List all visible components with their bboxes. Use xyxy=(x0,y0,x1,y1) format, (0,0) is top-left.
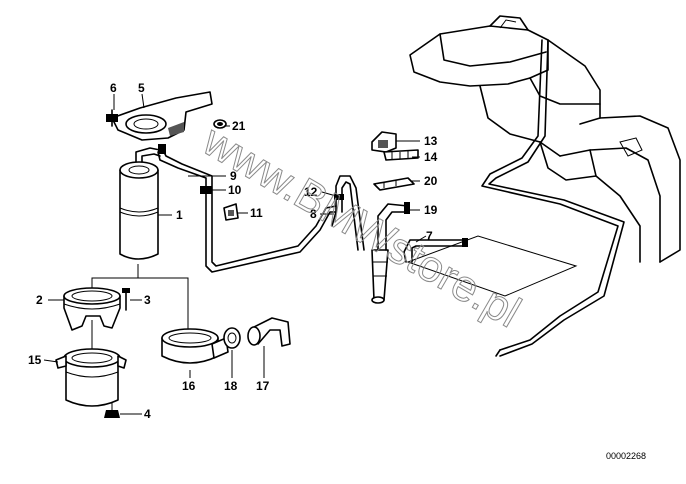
clip-part-13 xyxy=(371,131,397,153)
ring-part-16 xyxy=(161,328,229,364)
callout-16: 16 xyxy=(182,379,196,393)
watermark: www.BMWstore.pl xyxy=(194,116,528,337)
callout-3: 3 xyxy=(144,293,151,307)
floor-plate xyxy=(406,235,578,297)
callout-13: 13 xyxy=(424,134,438,148)
clip-part-20 xyxy=(373,177,415,191)
callout-9: 9 xyxy=(230,169,237,183)
vent-line-part-9 xyxy=(157,144,337,273)
callout-18: 18 xyxy=(224,379,238,393)
callout-17: 17 xyxy=(256,379,270,393)
elbow-part-17 xyxy=(247,317,291,347)
callout-10: 10 xyxy=(228,183,242,197)
canister-part-1 xyxy=(119,147,161,260)
diagram-code: 00002268 xyxy=(606,451,646,461)
callout-19: 19 xyxy=(424,203,438,217)
callout-12: 12 xyxy=(304,185,318,199)
callout-5: 5 xyxy=(138,81,145,95)
grommet-part-21 xyxy=(213,119,227,129)
holder-part-2 xyxy=(63,287,121,331)
callout-numbers: 1 2 3 4 5 6 7 8 9 10 11 12 13 14 15 16 1… xyxy=(28,81,438,421)
vent-line-long xyxy=(481,39,625,357)
callout-21: 21 xyxy=(232,119,246,133)
screw-part-3 xyxy=(122,288,130,311)
callout-8: 8 xyxy=(310,207,317,221)
callout-leaders xyxy=(43,93,427,415)
nut-part-4 xyxy=(104,410,120,418)
hose-part-12-8 xyxy=(331,175,365,251)
line-part-7 xyxy=(403,238,468,263)
callout-1: 1 xyxy=(176,208,183,222)
sleeve-part-18 xyxy=(223,327,241,349)
callout-14: 14 xyxy=(424,150,438,164)
clip-part-14 xyxy=(383,149,419,161)
callout-6: 6 xyxy=(110,81,117,95)
callout-4: 4 xyxy=(144,407,151,421)
bracket-part-5 xyxy=(111,91,213,141)
callout-2: 2 xyxy=(36,293,43,307)
vehicle-body-outline xyxy=(409,15,681,263)
bolt-part-6 xyxy=(106,109,118,127)
callout-20: 20 xyxy=(424,174,438,188)
clip-part-11 xyxy=(223,203,239,221)
callout-7: 7 xyxy=(426,229,433,243)
callout-11: 11 xyxy=(250,206,263,220)
callout-15: 15 xyxy=(28,353,42,367)
holder-part-15 xyxy=(55,348,127,407)
hose-part-19 xyxy=(371,202,410,304)
